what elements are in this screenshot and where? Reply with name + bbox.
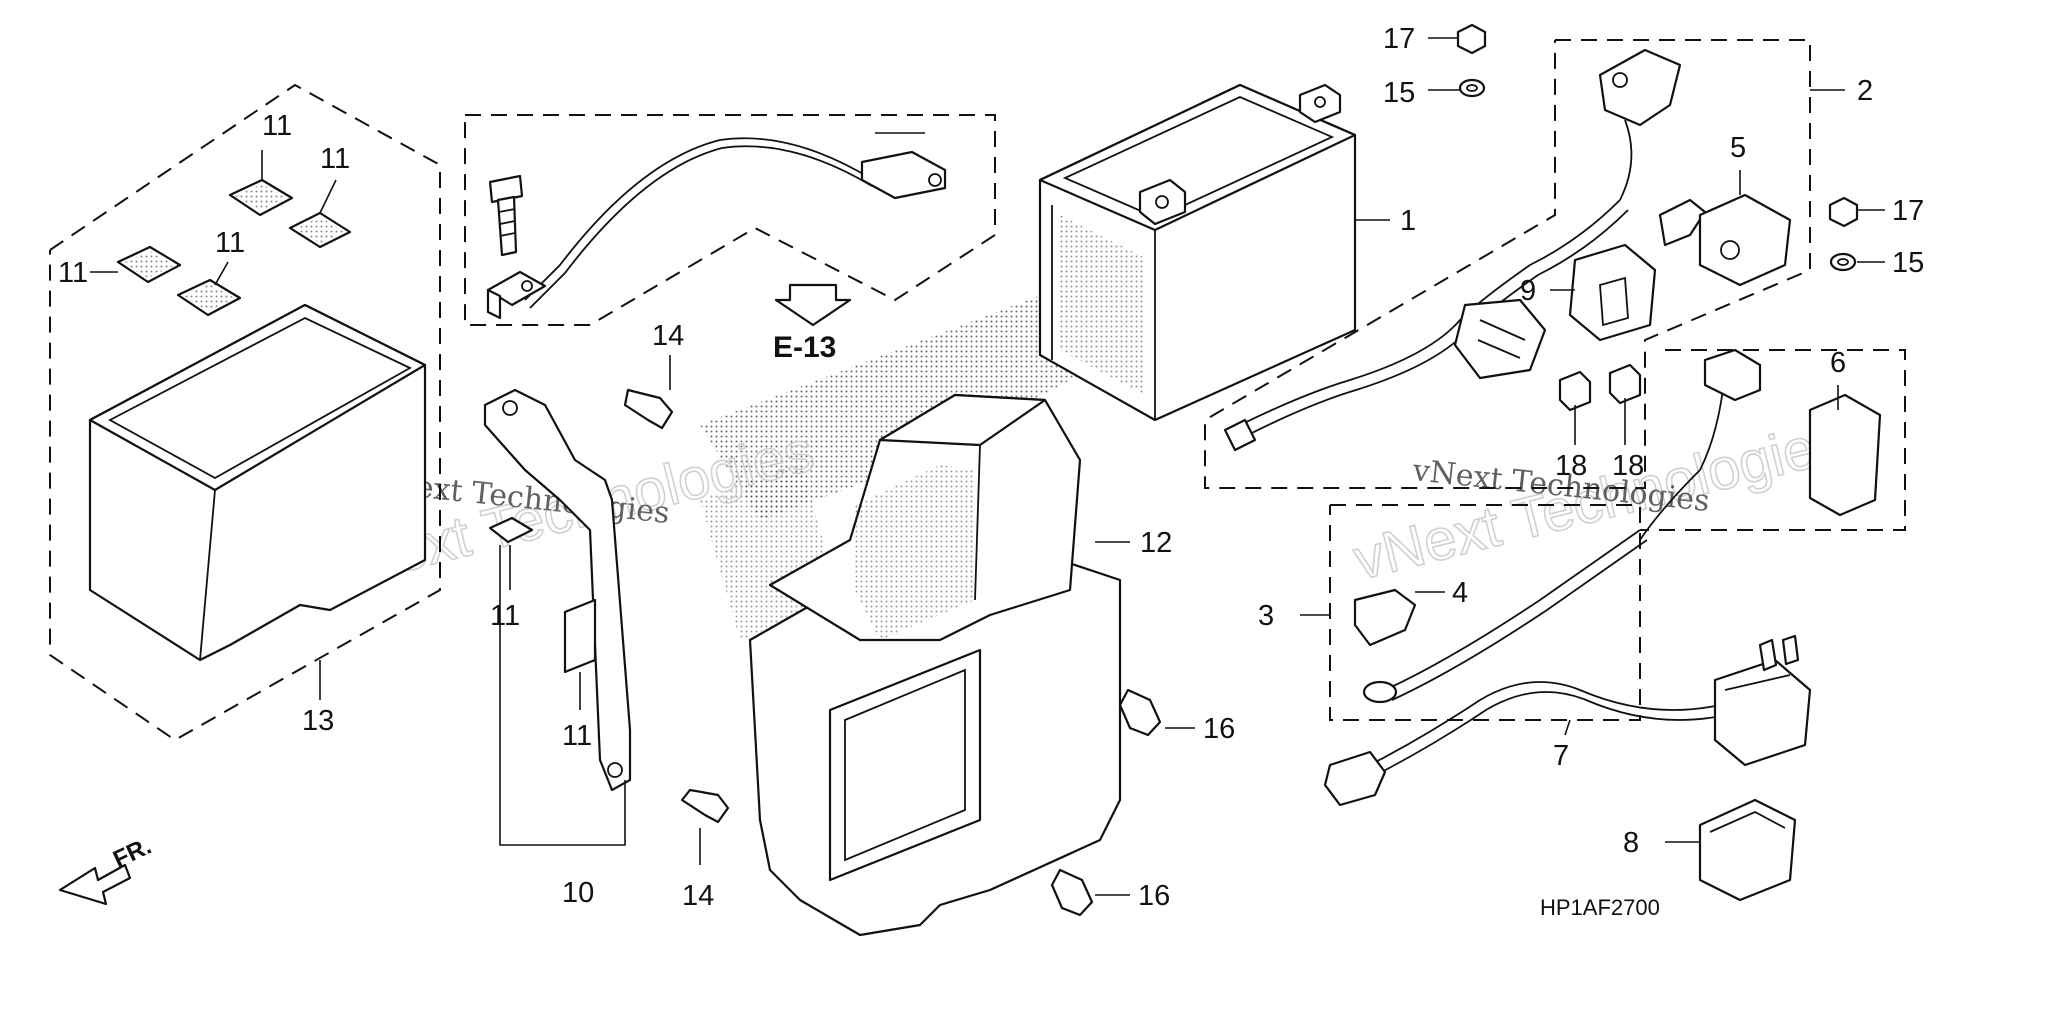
- label-12: 12: [1140, 527, 1172, 559]
- label-18-right: 18: [1612, 450, 1644, 482]
- positive-cable-group: [1204, 39, 1811, 489]
- label-13: 13: [302, 705, 334, 737]
- label-14-top: 14: [652, 320, 684, 352]
- drawing-code: HP1AF2700: [1540, 895, 1660, 920]
- leader-lines: [90, 37, 1885, 896]
- label-11-d: 11: [215, 227, 245, 259]
- relay: [1568, 243, 1657, 342]
- label-11-e: 11: [490, 600, 520, 632]
- battery-stay: [483, 388, 632, 846]
- label-17-right: 17: [1892, 195, 1924, 227]
- cushion-pads: [116, 178, 352, 317]
- part-labels: 1 2 3 4 5 6 7 8 9 10 12 13 14 14 15 15 1…: [58, 23, 1924, 920]
- negative-cable-assembly: [464, 114, 996, 326]
- label-11-a: 11: [262, 110, 292, 142]
- label-15-top: 15: [1383, 77, 1415, 109]
- bolts-14: [623, 388, 730, 824]
- starter-cable-group: [1639, 348, 1906, 541]
- reference-label: E-13: [773, 331, 836, 364]
- reference-arrow: E-13: [773, 283, 852, 364]
- label-11-b: 11: [320, 143, 350, 175]
- label-10: 10: [562, 877, 594, 909]
- front-arrow-icon: FR.: [58, 833, 156, 906]
- relay-harness: [1323, 634, 1812, 807]
- battery: [1038, 83, 1357, 422]
- label-9: 9: [1520, 275, 1536, 307]
- label-3: 3: [1258, 600, 1274, 632]
- label-16-bottom: 16: [1138, 880, 1170, 912]
- label-11-c: 11: [58, 257, 88, 289]
- label-17-top: 17: [1383, 23, 1415, 55]
- label-2: 2: [1857, 75, 1873, 107]
- screws-16: [1050, 688, 1162, 917]
- nuts-washers: [1456, 23, 1859, 272]
- label-14-bottom: 14: [682, 880, 714, 912]
- label-8: 8: [1623, 827, 1639, 859]
- starter-cable: [1329, 504, 1648, 721]
- bolt-icon: [488, 174, 524, 257]
- label-6: 6: [1830, 347, 1846, 379]
- battery-box: [748, 393, 1122, 937]
- label-16-top: 16: [1203, 713, 1235, 745]
- label-7: 7: [1553, 740, 1569, 772]
- label-11-f: 11: [562, 720, 592, 752]
- fuses: [1558, 363, 1642, 412]
- terminal-cover: [1698, 193, 1792, 287]
- label-4: 4: [1452, 577, 1468, 609]
- front-label: FR.: [109, 833, 155, 874]
- label-1: 1: [1400, 205, 1416, 237]
- label-18-left: 18: [1555, 450, 1587, 482]
- battery-case: [49, 83, 441, 742]
- label-5: 5: [1730, 132, 1746, 164]
- label-15-right: 15: [1892, 247, 1924, 279]
